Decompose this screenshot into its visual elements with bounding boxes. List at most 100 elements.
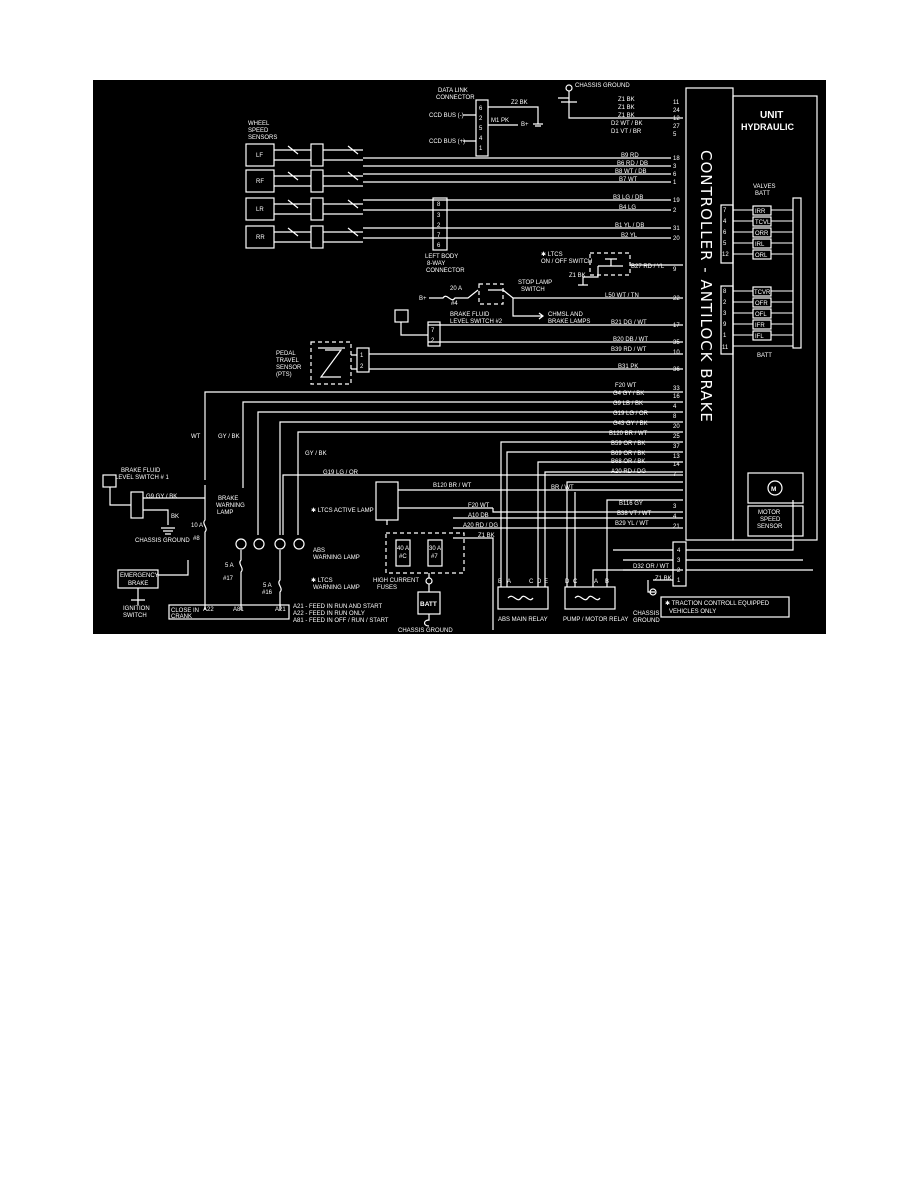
valve-row: 8 TCVR [723,286,772,297]
wheel-sensor: LF [245,143,363,167]
b120-connector: B120 BR / WT F20 WT A10 DB A20 RD / DG Z… [375,481,683,630]
ccd-bus-minus: CCD BUS (-) [429,113,464,119]
controller-pin: 19 [673,198,680,204]
svg-text:HIGH CURRENT: HIGH CURRENT [373,578,419,584]
wheel-sensor: RR [245,225,363,249]
controller-pin: 37 [673,444,680,450]
valve-batt-label: BATT [757,353,772,359]
svg-text:A21 - FEED IN RUN AND START: A21 - FEED IN RUN AND START [293,604,382,610]
svg-text:Z1 BK: Z1 BK [478,533,495,539]
controller-pin: 2 [673,208,677,214]
svg-text:MOTOR: MOTOR [758,510,781,516]
svg-text:BRAKE FLUID: BRAKE FLUID [121,468,161,474]
svg-text:ABS: ABS [313,548,325,554]
valve-row: 3 OFL [723,308,772,319]
svg-text:#7: #7 [431,554,438,560]
svg-text:CRANK: CRANK [171,614,192,620]
small-connector: 7 2 [394,309,683,347]
svg-text:GY / BK: GY / BK [218,434,240,440]
wire-label: G19 LG / OR [613,411,649,417]
valve-orr: ORR [755,231,769,237]
wire-label: F20 WT [615,383,637,389]
emergency-brake: EMERGENCY BRAKE [117,560,189,605]
svg-text:SENSORS: SENSORS [248,135,277,141]
svg-text:EMERGENCY: EMERGENCY [120,573,159,579]
controller-pin: 33 [673,386,680,392]
brake-fluid-switch-1: BRAKE FLUID LEVEL SWITCH # 1 G9 GY / BK … [102,468,205,544]
controller-pin: 1 [673,180,677,186]
wire-label: D2 WT / BK [611,121,643,127]
svg-text:#C: #C [399,554,407,560]
svg-text:#17: #17 [223,576,234,582]
svg-text:2: 2 [431,338,435,344]
valve-ofr: OFR [755,301,768,307]
wire-label: G9 LB / BK [613,401,643,407]
data-link-connector: DATA LINK CONNECTOR 6 2 5 4 1 CCD BUS (-… [429,88,543,157]
brake-warning-lamp-icon [235,538,247,550]
valve-group-2: 8 TCVR 2 OFR 3 OFL 9 IFR 1 IFL 11 BATT [720,285,793,359]
svg-text:5 A: 5 A [263,583,272,589]
svg-text:1: 1 [360,353,364,359]
ccd-bus-plus: CCD BUS (+) [429,139,465,145]
svg-text:CONNECTOR: CONNECTOR [426,268,465,274]
m1-wire-label: M1 PK [491,118,509,124]
controller-pin: 9 [673,267,677,273]
data-link-title-1: DATA LINK [438,88,468,94]
wire-label: B38 VT / WT [617,511,652,517]
svg-text:BRAKE LAMPS: BRAKE LAMPS [548,319,590,325]
wire-label: B59 OR / BK [611,441,645,447]
wire-label: B116 GY [619,501,643,507]
svg-text:4: 4 [677,548,681,554]
ltcs-switch: ✱ LTCS ON / OFF SWITCH Z1 BK [541,251,683,286]
svg-text:3: 3 [677,558,681,564]
svg-text:BATT: BATT [420,601,437,608]
svg-text:Z1 BK: Z1 BK [569,273,586,279]
controller-pin: 18 [673,156,680,162]
svg-text:7: 7 [437,233,441,239]
wheel-speed-sensors: WHEEL SPEED SENSORS [248,121,277,141]
svg-text:A22 - FEED IN RUN ONLY: A22 - FEED IN RUN ONLY [293,611,365,617]
controller-pin: 21 [673,524,680,530]
ignition-switch: IGNITION SWITCH CLOSE IN CRANK A22 A81 A… [123,604,389,624]
svg-text:8: 8 [723,289,727,295]
wheel-sensor-box [245,197,275,221]
svg-text:4: 4 [479,136,483,142]
wheel-sensor-wires [274,145,363,161]
svg-text:A22: A22 [203,607,214,613]
svg-text:A81 - FEED IN OFF / RUN / STAR: A81 - FEED IN OFF / RUN / START [293,618,389,624]
svg-text:FUSES: FUSES [377,585,397,591]
valves-title: VALVES [753,184,775,190]
svg-text:WARNING LAMP: WARNING LAMP [313,585,360,591]
wire-label: B31 PK [618,364,638,370]
svg-text:A21: A21 [275,607,286,613]
svg-text:SPEED: SPEED [248,128,269,134]
controller-pin: 4 [673,404,677,410]
wheel-sensor: LR [245,197,363,221]
svg-text:20 A: 20 A [450,286,462,292]
svg-text:PUMP / MOTOR RELAY: PUMP / MOTOR RELAY [563,617,628,623]
wheel-sensor-connector [310,169,324,193]
svg-text:A10 DB: A10 DB [468,513,489,519]
ltcs-active-lamp-icon [253,538,265,550]
svg-text:A81: A81 [233,607,244,613]
controller-pin: 27 [673,124,680,130]
svg-text:GY / BK: GY / BK [305,451,327,457]
controller-pin: 13 [673,454,680,460]
bottom-connector: 4 3 2 1 D32 OR / WT Z1 BK CHASSIS GROUND [613,500,813,624]
side-wires: WT GY / BK GY / BK G19 LG / OR [191,391,683,535]
svg-text:#16: #16 [262,590,273,596]
svg-text:LEVEL SWITCH #2: LEVEL SWITCH #2 [450,319,503,325]
valve-row: 1 IFL [723,330,772,341]
left-body-connector: 8 3 2 7 6 LEFT BODY 8-WAY CONNECTOR [425,197,465,274]
svg-text:B120 BR / WT: B120 BR / WT [433,483,472,489]
data-link-title-2: CONNECTOR [436,95,475,101]
wire-label: B7 WT [619,177,638,183]
wheel-sensor-label: LF [256,153,263,159]
chassis-ground-top: CHASSIS GROUND [558,83,683,119]
controller-pin: 6 [673,172,677,178]
svg-text:TRAVEL: TRAVEL [276,358,300,364]
z2-wire-label: Z2 BK [511,100,528,106]
svg-text:WARNING LAMP: WARNING LAMP [313,555,360,561]
svg-text:6: 6 [723,230,727,236]
svg-text:(PTS): (PTS) [276,372,292,378]
